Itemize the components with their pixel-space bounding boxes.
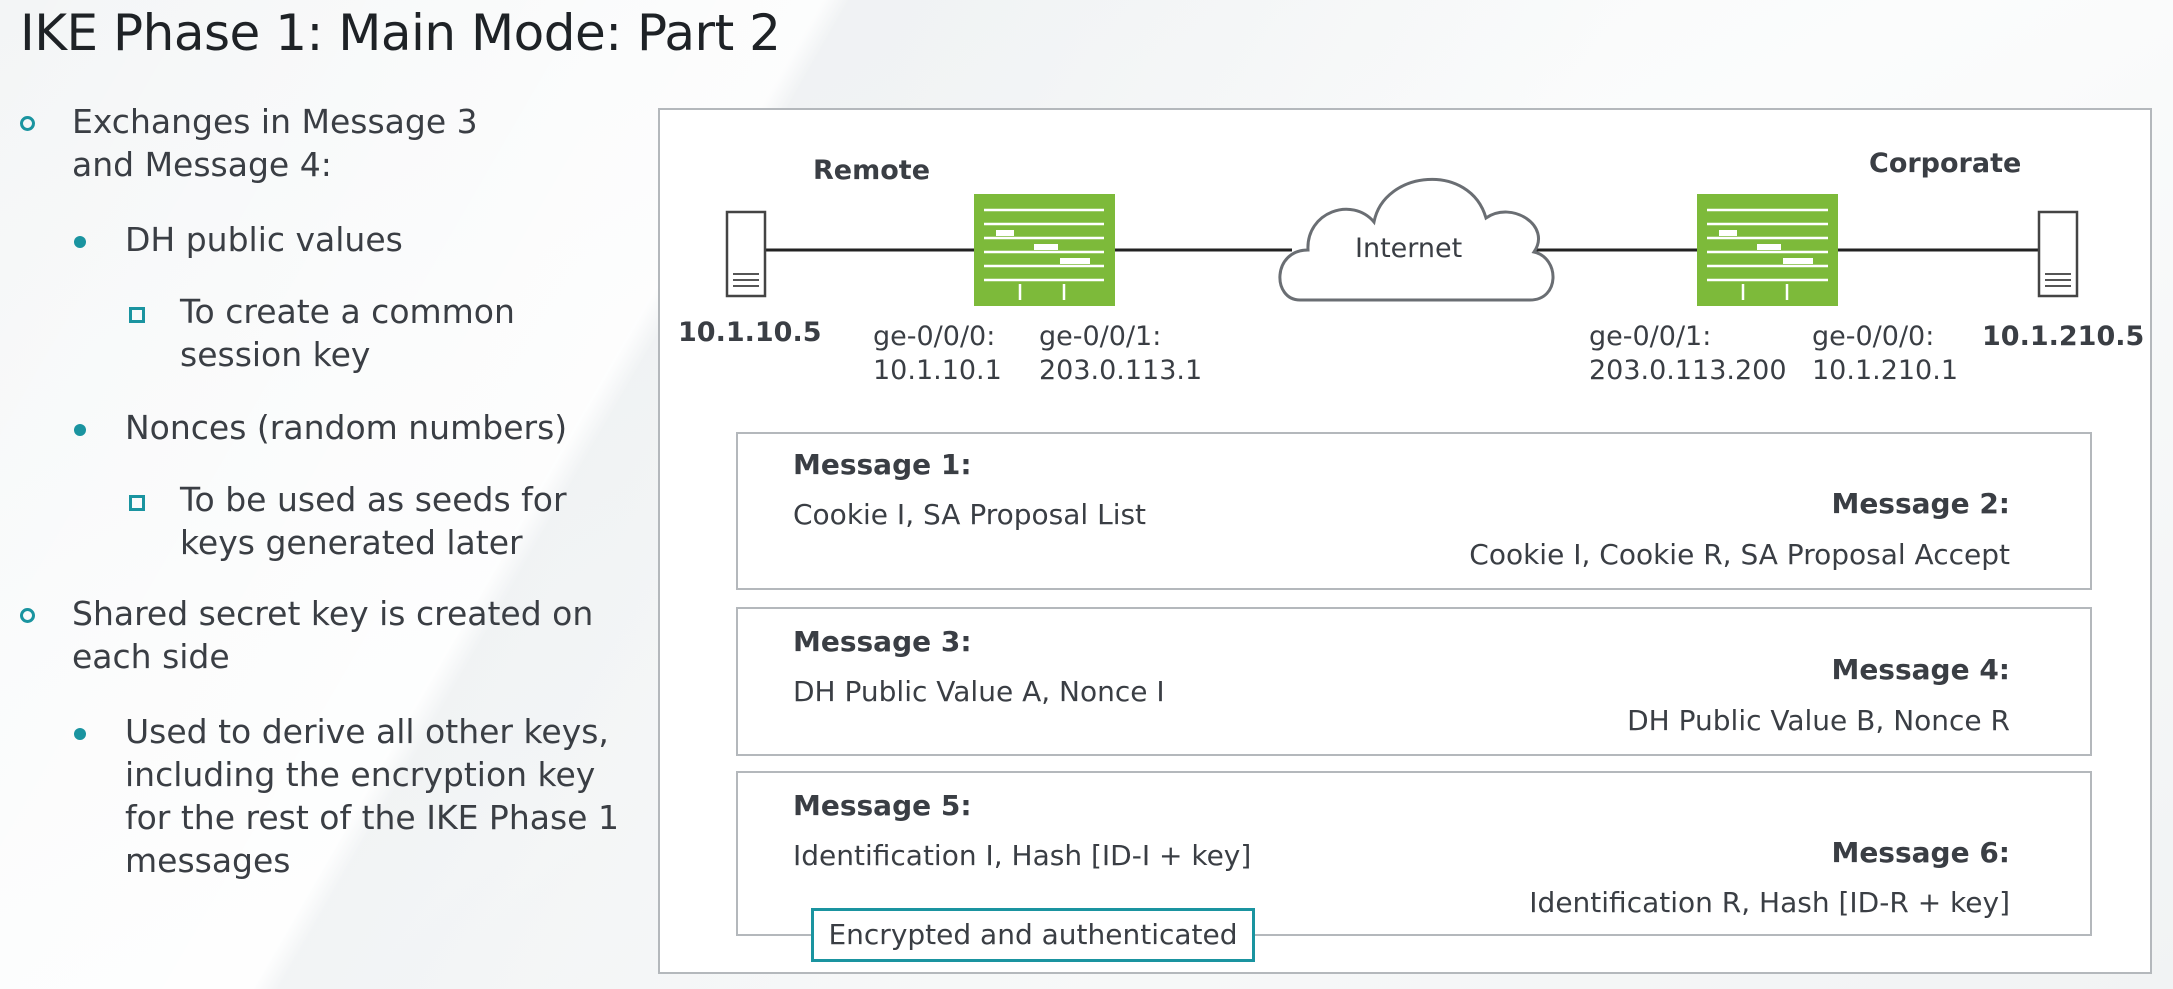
message-6-heading: Message 6: bbox=[1831, 836, 2010, 869]
message-1-heading: Message 1: bbox=[793, 448, 972, 481]
corporate-label: Corporate bbox=[1869, 148, 2022, 179]
bullet-marker-circle bbox=[20, 608, 35, 623]
message-5-text: Identification I, Hash [ID-I + key] bbox=[793, 839, 1252, 872]
bullet-derive-keys: Used to derive all other keys, including… bbox=[125, 710, 619, 882]
interface-ip: 10.1.210.1 bbox=[1812, 355, 1958, 386]
remote-host-ip: 10.1.10.5 bbox=[678, 317, 822, 348]
message-2-text: Cookie I, Cookie R, SA Proposal Accept bbox=[1469, 538, 2010, 571]
remote-host-icon bbox=[725, 210, 767, 298]
interface-name: ge-0/0/0: bbox=[873, 321, 996, 352]
bullet-line: for the rest of the IKE Phase 1 bbox=[125, 798, 619, 837]
bullet-marker-circle bbox=[20, 116, 35, 131]
encrypted-authenticated-label: Encrypted and authenticated bbox=[811, 908, 1255, 962]
bullet-shared-secret: Shared secret key is created on each sid… bbox=[72, 592, 593, 678]
message-3-heading: Message 3: bbox=[793, 625, 972, 658]
remote-fw-interface-0: ge-0/0/0: 10.1.10.1 bbox=[873, 320, 1002, 388]
message-1-text: Cookie I, SA Proposal List bbox=[793, 498, 1147, 531]
bullet-marker-square bbox=[129, 307, 145, 323]
bullet-line: Exchanges in Message 3 bbox=[72, 102, 478, 141]
remote-label: Remote bbox=[813, 155, 931, 186]
slide-title: IKE Phase 1: Main Mode: Part 2 bbox=[20, 4, 781, 62]
corporate-fw-interface-0: ge-0/0/0: 10.1.210.1 bbox=[1812, 320, 1958, 388]
interface-ip: 203.0.113.200 bbox=[1589, 355, 1787, 386]
corporate-firewall-icon bbox=[1697, 194, 1838, 306]
bullet-line: To create a common bbox=[180, 292, 515, 331]
internet-label: Internet bbox=[1355, 233, 1463, 264]
bullet-line: keys generated later bbox=[180, 523, 523, 562]
internet-cloud-icon bbox=[1278, 177, 1555, 302]
message-4-text: DH Public Value B, Nonce R bbox=[1627, 704, 2010, 737]
interface-ip: 10.1.10.1 bbox=[873, 355, 1002, 386]
bullet-line: and Message 4: bbox=[72, 145, 332, 184]
bullet-line: each side bbox=[72, 637, 230, 676]
bullet-line: including the encryption key bbox=[125, 755, 596, 794]
corporate-host-icon bbox=[2037, 210, 2079, 298]
interface-name: ge-0/0/1: bbox=[1039, 321, 1162, 352]
bullet-common-session-key: To create a common session key bbox=[180, 290, 515, 376]
bullet-marker-dot bbox=[74, 728, 86, 740]
bullet-marker-square bbox=[129, 495, 145, 511]
message-4-heading: Message 4: bbox=[1831, 653, 2010, 686]
bullet-exchanges: Exchanges in Message 3 and Message 4: bbox=[72, 100, 478, 186]
bullet-marker-dot bbox=[74, 424, 86, 436]
corporate-fw-interface-1: ge-0/0/1: 203.0.113.200 bbox=[1589, 320, 1787, 388]
message-box-3-4 bbox=[736, 607, 2092, 756]
remote-firewall-icon bbox=[974, 194, 1115, 306]
bullet-dh-public-values: DH public values bbox=[125, 220, 403, 259]
message-3-text: DH Public Value A, Nonce I bbox=[793, 675, 1165, 708]
bullet-line: Used to derive all other keys, bbox=[125, 712, 609, 751]
message-5-heading: Message 5: bbox=[793, 789, 972, 822]
bullet-line: session key bbox=[180, 335, 371, 374]
bullet-nonces: Nonces (random numbers) bbox=[125, 408, 568, 447]
bullet-line: messages bbox=[125, 841, 291, 880]
bullet-line: Shared secret key is created on bbox=[72, 594, 594, 633]
bullet-list: Exchanges in Message 3 and Message 4: DH… bbox=[0, 0, 640, 989]
corporate-host-ip: 10.1.210.5 bbox=[1982, 321, 2145, 352]
message-box-1-2 bbox=[736, 432, 2092, 590]
interface-ip: 203.0.113.1 bbox=[1039, 355, 1203, 386]
message-2-heading: Message 2: bbox=[1831, 487, 2010, 520]
interface-name: ge-0/0/1: bbox=[1589, 321, 1712, 352]
bullet-seeds: To be used as seeds for keys generated l… bbox=[180, 478, 567, 564]
remote-fw-interface-1: ge-0/0/1: 203.0.113.1 bbox=[1039, 320, 1202, 388]
bullet-marker-dot bbox=[74, 236, 86, 248]
bullet-line: To be used as seeds for bbox=[180, 480, 567, 519]
message-6-text: Identification R, Hash [ID-R + key] bbox=[1529, 886, 2010, 919]
interface-name: ge-0/0/0: bbox=[1812, 321, 1935, 352]
